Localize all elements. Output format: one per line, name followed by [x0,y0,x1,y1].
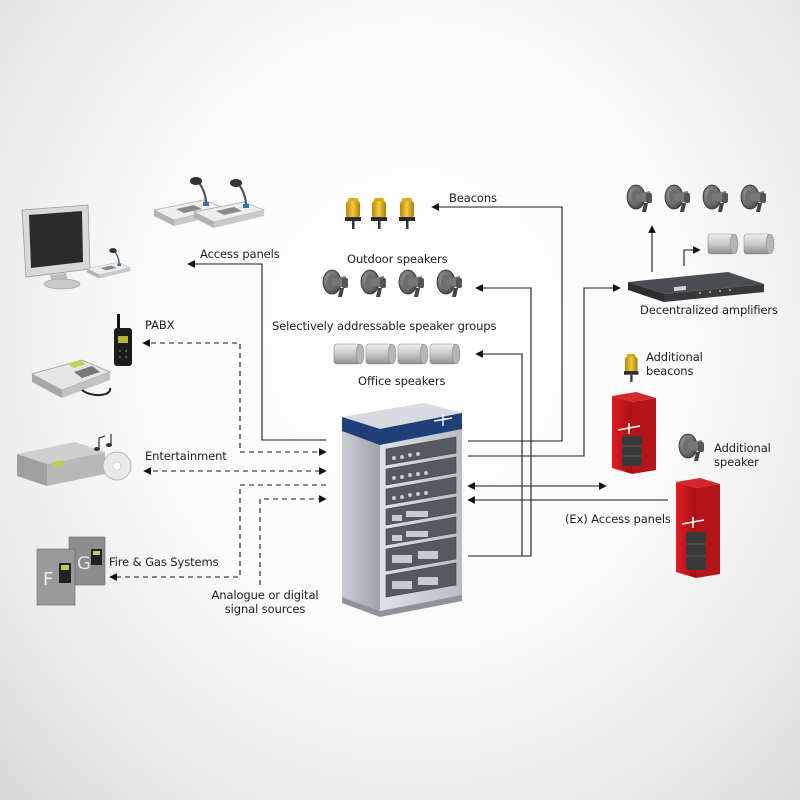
telephone-icon [31,359,112,398]
beacon-icon [345,198,361,229]
panel-letter-g: G [77,553,91,574]
horn-speaker-icon [436,269,463,298]
amp-cabinet-speaker-group [707,233,775,255]
line-beacons [431,203,563,442]
horn-speaker-icon [740,184,767,213]
cabinet-speaker-icon [365,343,397,365]
label-beacons: Beacons [449,191,497,205]
line-fire-gas [109,484,326,581]
line-pabx [142,339,327,456]
line-analogue-digital [259,495,327,585]
label-analogue-digital-line2: signal sources [224,602,306,616]
line-decentralized-amplifiers [468,284,621,457]
label-entertainment: Entertainment [145,449,227,463]
horn-speaker-icon [664,184,691,213]
server-rack-icon [342,403,462,617]
horn-speaker-icon [626,184,653,213]
line-office-speakers [468,350,523,557]
desk-microphone-icon [86,247,132,280]
beacon-icon [399,198,415,229]
cabinet-speaker-icon [429,343,461,365]
walkie-talkie-icon [114,314,132,366]
label-additional-speaker-line1: Additional [714,441,771,455]
label-additional-beacons: Additional beacons [646,350,703,378]
label-fire-gas-systems: Fire & Gas Systems [109,555,219,569]
ex-access-panel-icon [612,354,656,474]
label-decentralized-amplifiers: Decentralized amplifiers [640,303,778,317]
label-additional-speaker-line2: speaker [714,455,759,469]
media-player-icon [17,434,132,486]
beacon-group [345,198,415,229]
label-office-speakers: Office speakers [358,374,446,388]
ex-access-panel-icon [676,478,720,578]
fire-gas-panel-icon: G F [36,536,106,606]
label-additional-beacons-line2: beacons [646,364,694,378]
cabinet-speaker-icon [333,343,365,365]
horn-speaker-icon [322,269,349,298]
label-analogue-digital: Analogue or digital signal sources [210,588,320,616]
beacon-icon [624,354,639,382]
amplifier-rack-icon [628,272,764,302]
connection-lines [109,203,701,585]
label-speaker-groups: Selectively addressable speaker groups [272,319,497,333]
outdoor-speaker-group [322,269,463,298]
computer-monitor-icon [21,204,91,290]
cabinet-speaker-icon [707,233,739,255]
label-pabx: PABX [145,318,175,332]
line-access-panels [187,260,326,441]
label-access-panels: Access panels [200,247,280,261]
beacon-icon [371,198,387,229]
horn-speaker-icon [678,433,705,462]
amp-horn-speaker-group [626,184,767,213]
label-additional-speaker: Additional speaker [714,441,771,469]
horn-speaker-icon [360,269,387,298]
horn-speaker-icon [398,269,425,298]
horn-speaker-icon [702,184,729,213]
label-outdoor-speakers: Outdoor speakers [347,252,448,266]
panel-letter-f: F [43,569,53,590]
label-additional-beacons-line1: Additional [646,350,703,364]
line-amp-to-cabinets [683,246,701,266]
cabinet-speaker-icon [397,343,429,365]
office-speaker-group [333,343,461,365]
cabinet-speaker-icon [743,233,775,255]
label-analogue-digital-line1: Analogue or digital [211,588,319,602]
label-ex-access-panels: (Ex) Access panels [565,512,671,526]
